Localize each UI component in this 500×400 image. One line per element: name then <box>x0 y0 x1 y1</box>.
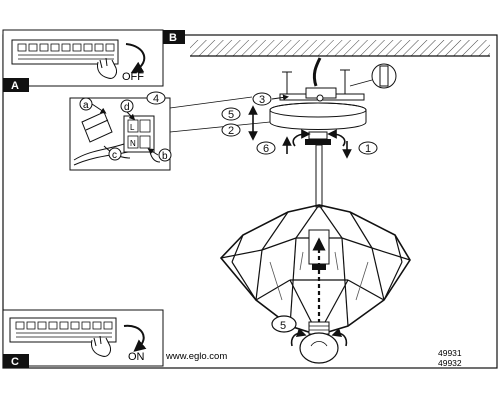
step-6-label: 6 <box>263 143 269 155</box>
mounting-bracket <box>279 87 365 102</box>
panel-c-label: C <box>11 356 19 368</box>
svg-text:b: b <box>162 151 168 162</box>
off-label: OFF <box>122 71 144 83</box>
wiring-inset: 4 L N a d <box>69 91 172 171</box>
geometric-shade <box>219 204 411 336</box>
rotate-arrow-icon <box>123 324 147 352</box>
pendant-rod <box>315 144 323 208</box>
terminal-N-label: N <box>130 139 136 148</box>
hand-icon <box>91 335 111 357</box>
cable-clamp <box>81 111 113 143</box>
rotate-right-icon <box>327 129 346 147</box>
rotate-left-icon <box>292 129 311 147</box>
step-5-bulb-label: 5 <box>280 320 286 332</box>
lock-nut <box>305 131 331 145</box>
step-1-label: 1 <box>365 143 371 155</box>
step-4-label: 4 <box>153 93 159 105</box>
ceiling-hatch <box>190 40 490 56</box>
ceiling-screws <box>282 69 350 96</box>
wire-label-b: b <box>147 148 172 162</box>
terminal-block: L N <box>123 115 155 153</box>
svg-text:d: d <box>124 102 130 113</box>
step-5-bulb-badge: 5 <box>271 315 297 333</box>
svg-text:c: c <box>112 150 117 161</box>
bulb-rotate-left-icon <box>290 327 307 347</box>
step-2-badge: 2 <box>221 123 241 137</box>
step-3-arrow <box>271 94 289 101</box>
supply-cable <box>312 57 322 87</box>
product-code-2: 49932 <box>438 358 462 368</box>
breaker-box-on <box>9 317 117 343</box>
rotate-arrow-icon <box>125 43 146 73</box>
panel-a-tag: A <box>3 78 29 92</box>
website-url: www.eglo.com <box>165 351 227 362</box>
canopy <box>269 102 367 130</box>
terminal-L-label: L <box>130 123 135 132</box>
step-1-badge: 1 <box>358 141 378 155</box>
breaker-box-off <box>11 39 119 65</box>
product-code-1: 49931 <box>438 348 462 358</box>
panel-b-label: B <box>169 32 177 44</box>
bulb-rotate-right-icon <box>331 327 348 347</box>
step-4-badge: 4 <box>146 91 166 105</box>
panel-a: OFF <box>2 29 164 87</box>
step-3-label: 3 <box>259 94 265 106</box>
step-5-top-label: 5 <box>228 109 234 121</box>
panel-b-tag: B <box>163 30 185 44</box>
step-5-top-badge: 5 <box>221 107 241 121</box>
wire-label-a: a <box>79 97 107 114</box>
step-3-badge: 3 <box>252 92 272 106</box>
callout-line-bottom <box>169 121 271 133</box>
on-label: ON <box>128 351 145 363</box>
callout-line-top <box>169 96 253 109</box>
svg-text:a: a <box>83 100 89 111</box>
wire-label-d: d <box>120 99 136 121</box>
step-2-label: 2 <box>228 125 234 137</box>
light-bulb-icon <box>299 321 339 364</box>
panel-c: ON <box>2 309 164 367</box>
step-6-badge: 6 <box>256 141 276 155</box>
wall-plug-detail <box>349 63 397 89</box>
wire-label-c: c <box>108 147 122 161</box>
outer-frame <box>2 34 498 369</box>
hand-icon <box>97 57 117 79</box>
panel-a-label: A <box>11 80 19 92</box>
panel-c-tag: C <box>3 354 29 368</box>
